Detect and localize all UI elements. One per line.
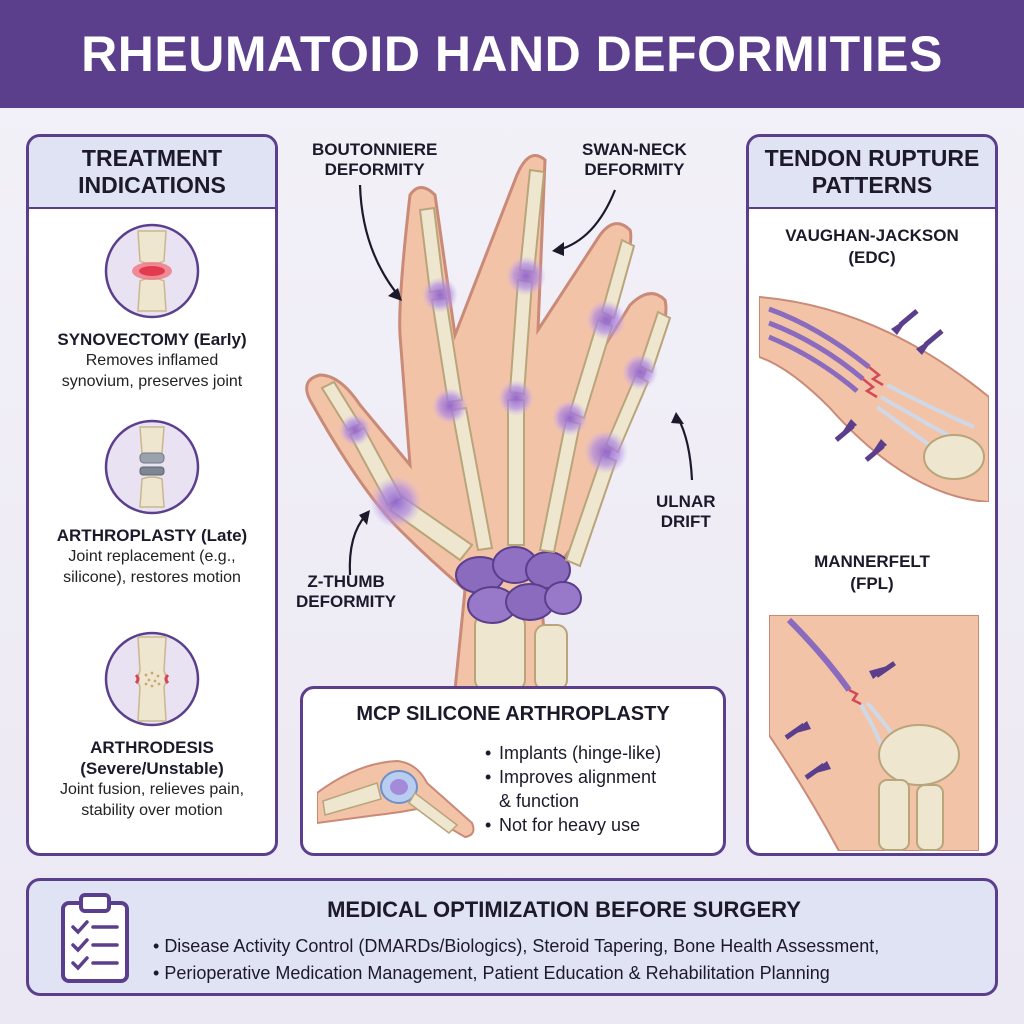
treatment-header-line2: INDICATIONS	[78, 172, 226, 198]
mcp-bullet-2-cont: & function	[485, 789, 661, 813]
mcp-bullet-3-text: Not for heavy use	[499, 815, 641, 835]
hand-skin	[305, 154, 668, 690]
vaughan-jackson-title: VAUGHAN-JACKSON (EDC)	[749, 225, 995, 269]
optimization-bullet-1: • Disease Activity Control (DMARDs/Biolo…	[153, 936, 880, 956]
mcp-bullet-1: •Implants (hinge-like)	[485, 743, 662, 763]
boutonniere-label: BOUTONNIERE DEFORMITY	[312, 140, 437, 180]
arthrodesis-item: ARTHRODESIS (Severe/Unstable) Joint fusi…	[29, 631, 275, 821]
treatment-indications-panel: TREATMENT INDICATIONS SYNOVECTOMY (Early…	[26, 134, 278, 856]
ulnar-drift-label: ULNAR DRIFT	[656, 492, 716, 532]
tendon-header-line2: PATTERNS	[811, 172, 933, 198]
optimization-title: MEDICAL OPTIMIZATION BEFORE SURGERY	[327, 897, 801, 922]
boutonniere-line1: BOUTONNIERE	[312, 140, 438, 159]
z-thumb-line1: Z-THUMB	[307, 572, 385, 591]
title-banner: RHEUMATOID HAND DEFORMITIES	[0, 0, 1024, 108]
mannerfelt-title: MANNERFELT (FPL)	[749, 551, 995, 595]
mannerfelt-line2: (FPL)	[850, 574, 894, 593]
ulna-bone	[534, 624, 568, 690]
synovectomy-item: SYNOVECTOMY (Early) Removes inflamed syn…	[29, 223, 275, 392]
boutonniere-line2: DEFORMITY	[324, 160, 425, 179]
tendon-header-line1: TENDON RUPTURE	[764, 145, 980, 171]
arrow-heads	[359, 242, 684, 525]
arthrodesis-desc-1: Joint fusion, relieves pain,	[59, 781, 245, 798]
mcp-bullet-2-cont-text: & function	[499, 791, 580, 811]
mcp-title: MCP SILICONE ARTHROPLASTY	[356, 703, 670, 725]
optimization-bullet-1-text: Disease Activity Control (DMARDs/Biologi…	[164, 936, 880, 956]
optimization-bullet-2-text: Perioperative Medication Management, Pat…	[164, 963, 830, 983]
mcp-silicone-arthroplasty-panel: MCP SILICONE ARTHROPLASTY •Implants (hin…	[300, 686, 726, 856]
inflamed-joints	[339, 256, 658, 528]
arthrodesis-desc-2: stability over motion	[81, 802, 223, 819]
swan-neck-line2: DEFORMITY	[584, 160, 685, 179]
optimization-bullet-2: • Perioperative Medication Management, P…	[153, 963, 830, 983]
swan-neck-label: SWAN-NECK DEFORMITY	[582, 140, 687, 180]
z-thumb-label: Z-THUMB DEFORMITY	[296, 572, 396, 612]
mannerfelt-line1: MANNERFELT	[814, 552, 930, 571]
synovitis-joint-icon	[104, 223, 200, 319]
radius-bone	[474, 614, 526, 690]
mcp-bullet-2: •Improves alignment	[485, 767, 657, 787]
arthroplasty-desc-2: silicone), restores motion	[63, 569, 241, 586]
medical-optimization-panel: MEDICAL OPTIMIZATION BEFORE SURGERY • Di…	[26, 878, 998, 996]
arthroplasty-item: ARTHROPLASTY (Late) Joint replacement (e…	[29, 419, 275, 588]
ulnar-drift-line1: ULNAR	[656, 492, 716, 511]
middle-finger-bones	[507, 168, 546, 546]
vaughan-jackson-figure	[759, 295, 989, 502]
arthrodesis-title: ARTHRODESIS	[90, 738, 214, 757]
swan-neck-line1: SWAN-NECK	[582, 140, 687, 159]
arthroplasty-title: ARTHROPLASTY (Late)	[56, 526, 248, 545]
synovectomy-desc-1: Removes inflamed	[85, 352, 219, 369]
arthrodesis-subtitle: (Severe/Unstable)	[80, 759, 224, 778]
fused-joint-icon	[104, 631, 200, 727]
joint-implant-icon	[104, 419, 200, 515]
vaughan-jackson-line1: VAUGHAN-JACKSON	[785, 226, 959, 245]
mcp-bullet-2-text: Improves alignment	[499, 767, 657, 787]
carpal-bones	[455, 546, 582, 624]
optimization-bullet-list: • Disease Activity Control (DMARDs/Biolo…	[153, 933, 879, 987]
z-thumb-line2: DEFORMITY	[296, 592, 397, 611]
tendon-rupture-header: TENDON RUPTURE PATTERNS	[749, 137, 995, 209]
mcp-bullet-1-text: Implants (hinge-like)	[499, 743, 662, 763]
mannerfelt-figure	[769, 615, 979, 851]
vaughan-jackson-line2: (EDC)	[848, 248, 896, 267]
tendon-rupture-panel: TENDON RUPTURE PATTERNS VAUGHAN-JACKSON …	[746, 134, 998, 856]
mcp-bullet-3: •Not for heavy use	[485, 815, 641, 835]
clipboard-checklist-icon	[61, 893, 129, 983]
ulnar-drift-line2: DRIFT	[660, 512, 711, 531]
mcp-bullet-list: •Implants (hinge-like) •Improves alignme…	[485, 741, 661, 837]
synovectomy-title: SYNOVECTOMY (Early)	[57, 330, 247, 349]
index-finger-bones	[418, 206, 494, 552]
arthroplasty-desc-1: Joint replacement (e.g.,	[68, 548, 236, 565]
mcp-implant-figure	[317, 759, 475, 839]
treatment-indications-header: TREATMENT INDICATIONS	[29, 137, 275, 209]
treatment-header-line1: TREATMENT	[81, 145, 223, 171]
page-title: RHEUMATOID HAND DEFORMITIES	[81, 26, 943, 82]
synovectomy-desc-2: synovium, preserves joint	[61, 373, 243, 390]
rheumatoid-hand-illustration	[305, 154, 694, 690]
